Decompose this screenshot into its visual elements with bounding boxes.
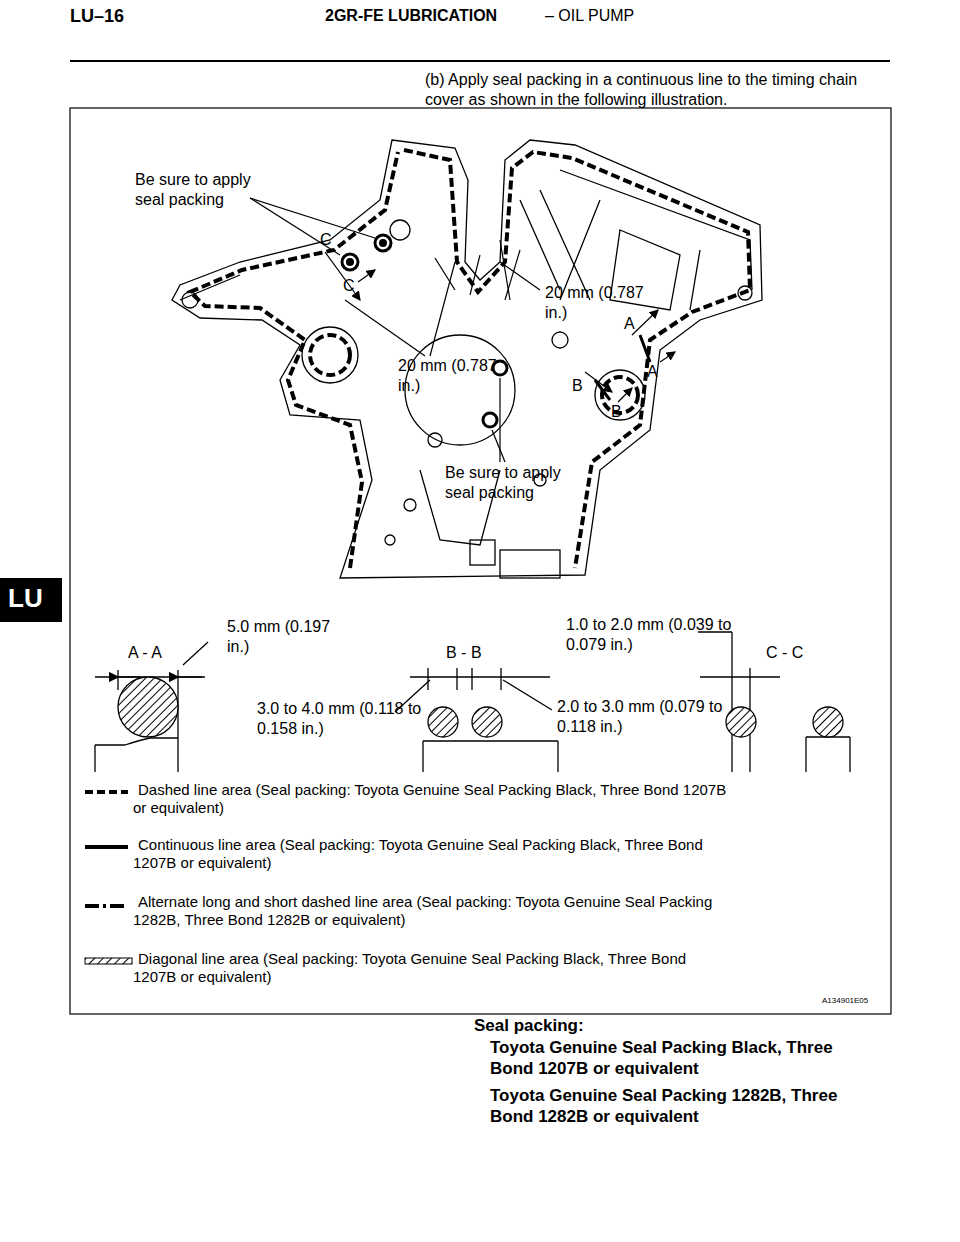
dimension: 2.0 to 3.0 mm (0.079 to 0.118 in.) (557, 697, 727, 736)
page-number: LU–16 (70, 6, 190, 28)
section-title: A - A (128, 643, 198, 663)
legend-sample (85, 904, 128, 908)
side-tab: LU (8, 583, 58, 615)
section-mark: B (611, 402, 631, 422)
dimension: 3.0 to 4.0 mm (0.118 to 0.158 in.) (257, 699, 427, 738)
note: Be sure to apply seal packing (135, 170, 270, 209)
note: Be sure to apply seal packing (445, 463, 580, 502)
dimension: 5.0 mm (0.197 in.) (227, 617, 337, 656)
section-title: B - B (446, 643, 516, 663)
legend-sample (85, 790, 128, 794)
section-mark: A (647, 362, 667, 382)
legend-text: Dashed line area (Seal packing: Toyota G… (133, 781, 733, 818)
section-mark: A (624, 314, 644, 334)
spec-heading: Seal packing: (474, 1016, 674, 1037)
dimension: 20 mm (0.787 in.) (398, 356, 518, 395)
section-title: C - C (766, 643, 836, 663)
section-title: 2GR-FE LUBRICATION (325, 6, 545, 26)
spec-item: Toyota Genuine Seal Packing Black, Three… (490, 1038, 880, 1079)
legend-sample (85, 845, 128, 849)
section-title: – OIL PUMP (545, 6, 665, 26)
legend-text: Continuous line area (Seal packing: Toyo… (133, 836, 733, 873)
legend-text: Alternate long and short dashed line are… (133, 893, 733, 930)
legend-sample (85, 958, 132, 964)
section-mark: C (320, 230, 340, 250)
legend-text: Diagonal line area (Seal packing: Toyota… (133, 950, 733, 987)
section-mark: C (343, 276, 363, 296)
spec-item: Toyota Genuine Seal Packing 1282B, Three… (490, 1086, 880, 1127)
instruction: (b) Apply seal packing in a continuous l… (425, 70, 885, 109)
dimension: 1.0 to 2.0 mm (0.039 to 0.079 in.) (566, 615, 736, 654)
section-mark: B (572, 376, 592, 396)
dimension: 20 mm (0.787 in.) (545, 283, 665, 322)
figure-code: A134901E05 (822, 996, 887, 1006)
